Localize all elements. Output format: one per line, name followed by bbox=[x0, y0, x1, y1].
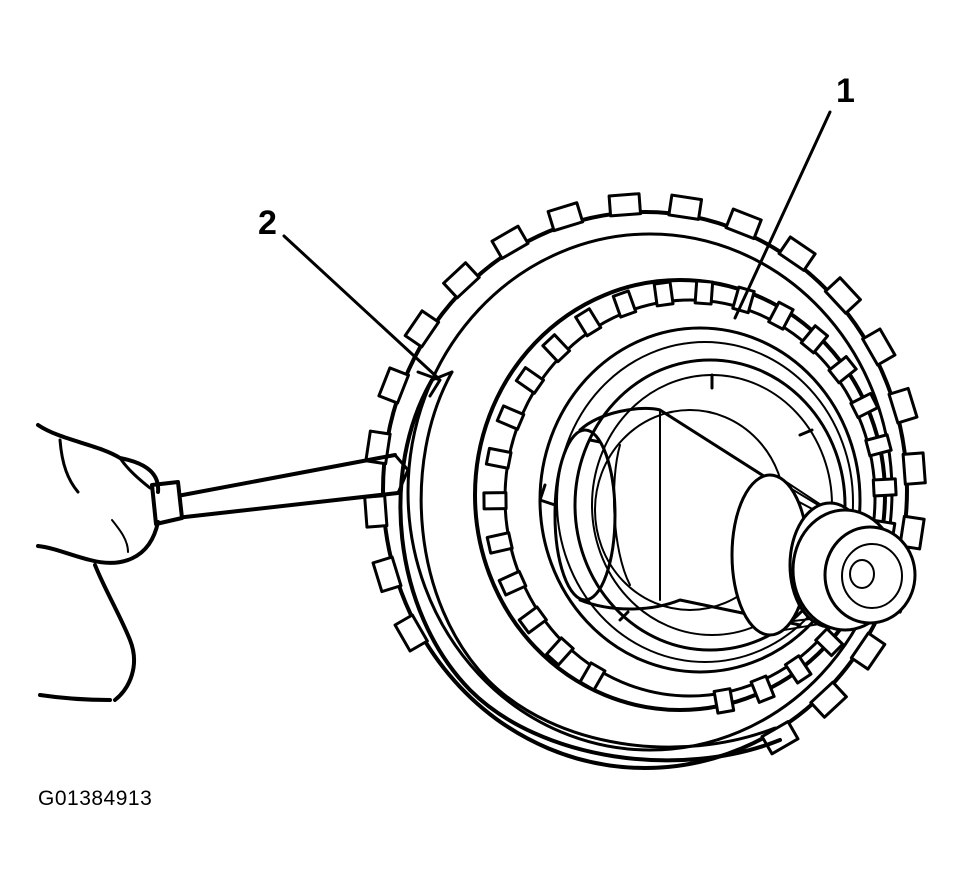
leader-lines bbox=[282, 110, 832, 380]
hub-spline bbox=[541, 333, 572, 364]
hub-spline bbox=[799, 324, 830, 355]
clutch-plate-tab bbox=[393, 613, 429, 653]
clutch-plate-tab bbox=[403, 309, 441, 349]
clutch-plate-tab bbox=[887, 386, 919, 425]
hub-spline bbox=[849, 391, 880, 420]
clutch-plate-tab bbox=[809, 680, 848, 719]
hub-spline bbox=[814, 627, 845, 658]
hub-spline bbox=[652, 280, 675, 308]
hub-spline bbox=[693, 279, 715, 306]
outer-clutch-plate bbox=[363, 192, 927, 770]
shaft-spline bbox=[782, 478, 825, 508]
hub-spline bbox=[783, 654, 813, 685]
hub-spline bbox=[497, 569, 528, 597]
clutch-plate-tab bbox=[667, 193, 704, 221]
hub-spline bbox=[485, 531, 514, 555]
hub-spline bbox=[484, 446, 513, 470]
clutch-plate-tab bbox=[371, 555, 403, 594]
figure-id: G01384913 bbox=[38, 787, 153, 810]
clutch-plate-tab bbox=[760, 720, 800, 756]
screwdriver bbox=[150, 453, 410, 526]
clutch-plate-tab bbox=[377, 366, 410, 405]
clutch-plate-tab bbox=[724, 207, 763, 241]
hub-spline bbox=[749, 674, 776, 704]
clutch-plate-tab bbox=[490, 224, 530, 260]
hub-spline bbox=[545, 636, 575, 667]
hub-spline bbox=[767, 300, 795, 331]
clutch-plate-tab bbox=[898, 514, 926, 551]
hub-spline bbox=[574, 307, 603, 338]
hand bbox=[36, 423, 161, 702]
hub-spline bbox=[827, 355, 858, 385]
hub-spline bbox=[712, 687, 736, 715]
clutch-plate-tab bbox=[849, 631, 887, 671]
leader-line-1 bbox=[733, 110, 832, 320]
snap-ring bbox=[398, 370, 782, 763]
hub-spline bbox=[864, 433, 893, 458]
input-shaft bbox=[553, 406, 917, 637]
hub-spline bbox=[495, 404, 526, 431]
clutch-plate-tab bbox=[861, 327, 897, 367]
hub-spline bbox=[871, 477, 898, 498]
callout-1: 1 bbox=[836, 72, 855, 110]
hub-spline bbox=[517, 605, 548, 635]
clutch-plate-tab bbox=[823, 276, 862, 315]
hub-spline bbox=[514, 366, 545, 395]
clutch-plate-tab bbox=[777, 235, 817, 272]
clutch-plate-tab bbox=[442, 261, 481, 300]
clutch-plate-tab bbox=[901, 451, 927, 486]
callout-2: 2 bbox=[258, 204, 277, 242]
hub-spline bbox=[482, 491, 508, 511]
clutch-plate-tab bbox=[363, 494, 389, 529]
clutch-plate-tab bbox=[546, 201, 585, 233]
hub-spline bbox=[611, 289, 638, 319]
leader-line-2 bbox=[282, 234, 440, 380]
clutch-plate-tab bbox=[607, 192, 643, 218]
hub-spline bbox=[578, 661, 607, 692]
